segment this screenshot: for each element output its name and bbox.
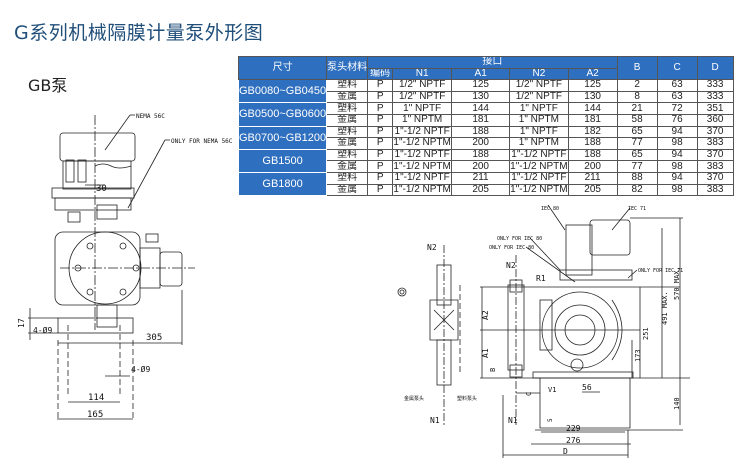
dim-114: 114 (88, 393, 104, 403)
dim-5: 5 (547, 418, 554, 422)
table-cell: 98 (656, 183, 698, 197)
label-v1: V1 (548, 386, 556, 394)
header-d: D (696, 55, 734, 81)
header-c: C (656, 55, 698, 81)
dim-c: C (525, 392, 533, 396)
dim-hole-1: 4-Ø9 (33, 325, 52, 335)
dim-a1: A1 (481, 348, 490, 358)
label-n1-side: N1 (430, 416, 440, 425)
label-only-iec-80-a: ONLY FOR IEC 80 (497, 236, 542, 242)
table-cell: 370 (696, 171, 734, 185)
table-cell: 1" NPTF (509, 125, 569, 139)
dim-570-max: 570 MAX. (673, 266, 681, 300)
pump-subtitle: GB泵 (28, 76, 68, 95)
table-cell: 1"-1/2 NPTM (509, 160, 569, 173)
dim-hole-2: 4-Ø9 (131, 364, 150, 374)
label-n2-side: N2 (427, 243, 437, 252)
label-n2-front: N2 (506, 261, 516, 270)
table-cell: 65 (616, 125, 658, 139)
page-title: G系列机械隔膜计量泵外形图 (14, 22, 264, 44)
table-cell: 383 (696, 160, 734, 173)
table-cell: 1"-1/2 NPTM (509, 183, 569, 197)
table-cell: P (367, 137, 394, 150)
front-view-drawing: NEMA 56C ONLY FOR NEMA 56C 30 17 4-Ø9 30… (17, 113, 233, 420)
model-size-cell: GB1800 (237, 171, 328, 197)
table-cell: 370 (696, 148, 734, 162)
label-r1: R1 (536, 274, 546, 283)
table-cell: 1/2" NPTF (509, 79, 569, 92)
label-plastic-head: 塑料泵头 (457, 395, 477, 402)
label-iec-80: IEC 80 (541, 206, 559, 212)
table-cell: 1" NPTM (509, 137, 569, 150)
dim-d: D (563, 447, 568, 456)
table-cell: 383 (696, 137, 734, 150)
label-iec-71: IEC 71 (628, 206, 646, 212)
header-size: 尺寸 (237, 55, 328, 81)
dim-17: 17 (17, 318, 26, 328)
table-cell: 200 (451, 160, 511, 173)
label-metal-head: 金属泵头 (404, 395, 424, 402)
dim-251: 251 (642, 327, 650, 340)
label-nema-56c: NEMA 56C (136, 113, 165, 120)
dim-140: 140 (673, 397, 681, 410)
dim-b: B (489, 368, 497, 372)
table-cell: 188 (567, 148, 618, 162)
label-only-iec-71: ONLY FOR IEC 71 (638, 268, 683, 274)
table-cell: 金属 (326, 183, 369, 197)
dimension-table: 尺寸 泵头材料 接口 B C D 编码 N1 A1 N2 A2 GB0080~G… (237, 55, 734, 197)
table-cell: 383 (696, 183, 734, 197)
dim-173: 173 (634, 349, 642, 362)
dim-165: 165 (87, 410, 103, 420)
model-size-cell: GB0700~GB1200 (237, 125, 328, 150)
dim-305: 305 (146, 333, 162, 343)
dim-491-max: 491 MAX. (661, 291, 669, 325)
table-cell: 1"-1/2 NPTF (392, 125, 453, 139)
header-ports: 接口 (367, 56, 618, 69)
table-cell: 塑料 (326, 125, 369, 139)
label-n1-front: N1 (508, 416, 518, 425)
table-cell: 370 (696, 125, 734, 139)
table-cell: 1"-1/2 NPTF (509, 148, 569, 162)
dim-276: 276 (566, 436, 581, 445)
header-material: 泵头材料 (326, 55, 369, 81)
side-view-drawing: IEC 80 IEC 71 ONLY FOR IEC 80 ONLY FOR I… (397, 204, 690, 458)
label-only-nema-56c: ONLY FOR NEMA 56C (171, 138, 233, 145)
table-cell: 211 (451, 171, 511, 185)
model-size-cell: GB0500~GB0600 (237, 102, 328, 127)
dim-a2: A2 (481, 310, 490, 320)
dim-30: 30 (96, 184, 107, 194)
model-size-cell: GB1500 (237, 148, 328, 173)
label-only-iec-80-b: ONLY FOR IEC 80 (489, 245, 534, 251)
table-cell: P (367, 148, 394, 162)
table-cell: 1"-1/2 NPTF (509, 171, 569, 185)
table-cell: 1"-1/2 NPTF (392, 148, 453, 162)
dim-229: 229 (566, 424, 581, 433)
dim-56: 56 (582, 383, 592, 392)
table-cell: 金属 (326, 137, 369, 150)
model-size-cell: GB0080~GB0450 (237, 79, 328, 104)
